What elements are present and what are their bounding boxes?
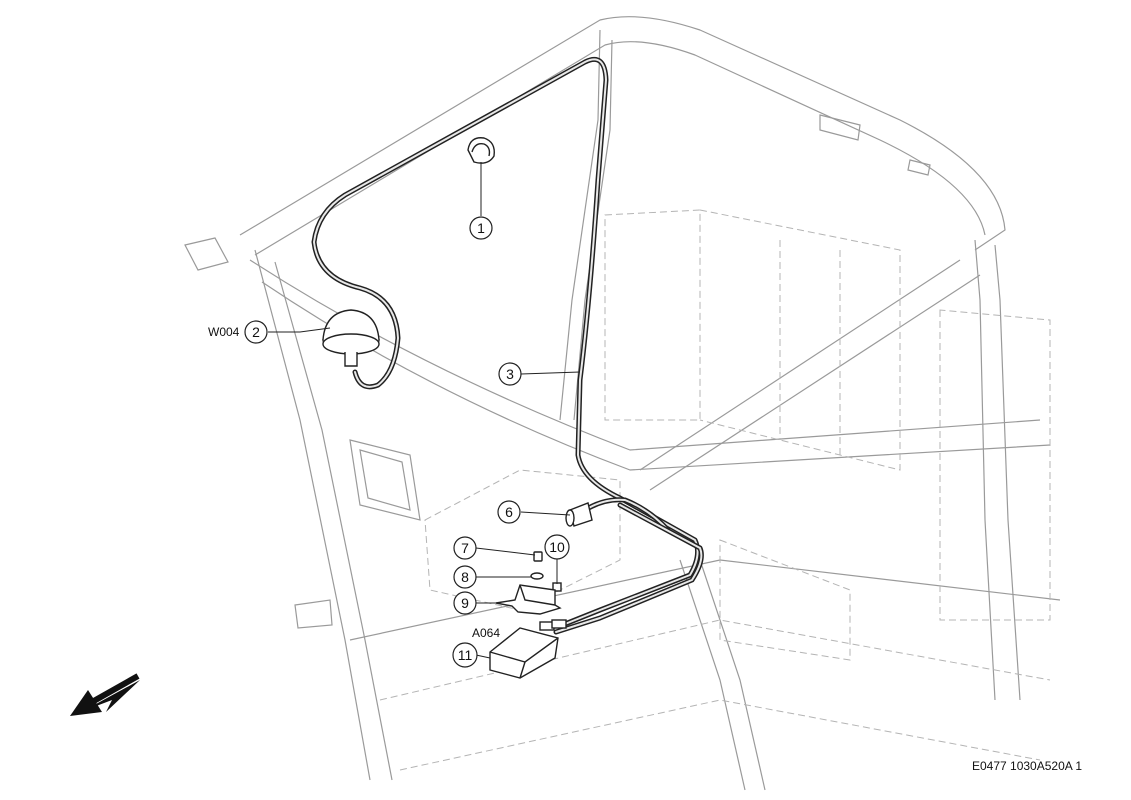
- callout-label: 6: [505, 504, 513, 520]
- bracket-part: [495, 584, 562, 615]
- callout-label: 2: [252, 324, 260, 340]
- callout-label: 10: [549, 539, 565, 555]
- callout-2: 2: [244, 320, 268, 344]
- callout-1: 1: [469, 216, 493, 240]
- direction-arrow-icon: [70, 673, 140, 716]
- callout-label: 3: [506, 366, 514, 382]
- connector-part: [565, 502, 593, 527]
- antenna-cable: [311, 56, 704, 635]
- callout-label: 9: [461, 595, 469, 611]
- cab-frame: [184, 16, 1061, 791]
- callout-label: 8: [461, 569, 469, 585]
- callout-3: 3: [498, 362, 522, 386]
- callout-label: 11: [458, 647, 473, 663]
- callout-label: 1: [477, 220, 485, 236]
- callout-7: 7: [453, 536, 477, 560]
- callout-10: 10: [544, 534, 570, 560]
- antenna-tag: W004: [208, 325, 240, 339]
- callout-9: 9: [453, 591, 477, 615]
- callout-6: 6: [497, 500, 521, 524]
- washer-part: [530, 572, 544, 580]
- module-tag: A064: [472, 626, 500, 640]
- drawing-reference-code: E0477 1030A520A 1: [972, 759, 1082, 773]
- callout-11: 11: [452, 642, 478, 668]
- screw-part: [533, 551, 543, 562]
- leader-lines: [268, 162, 581, 659]
- antenna-part: [322, 309, 380, 367]
- cable-clip-part: [467, 137, 495, 164]
- callout-8: 8: [453, 565, 477, 589]
- module-part: [489, 619, 567, 679]
- callout-label: 7: [461, 540, 469, 556]
